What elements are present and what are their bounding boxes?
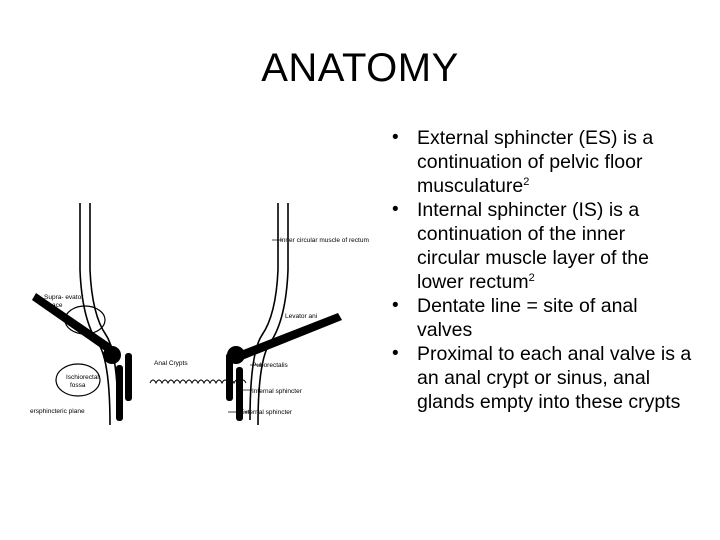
right-internal-sphincter: [226, 353, 233, 401]
bullet-dot: •: [392, 199, 399, 220]
label-levator-ani: Levator ani: [285, 313, 317, 320]
label-puborectalis: Puborectalis: [252, 362, 289, 369]
anorectal-anatomy-diagram: Inner circular muscle of rectum Supra- e…: [30, 203, 369, 426]
bullet-text: Proximal to each anal valve is a an anal…: [417, 343, 692, 413]
label-intersphincteric-plane: ersphincteric plane: [30, 408, 85, 415]
right-external-sphincter: [236, 367, 243, 421]
left-puborectalis: [103, 346, 121, 364]
label-ischiorectal-fossa: Ischiorectal: [66, 374, 99, 381]
label-inner-circular-muscle: Inner circular muscle of rectum: [280, 237, 369, 244]
bullet-item: • Internal sphincter (IS) is a continuat…: [392, 198, 692, 294]
bullet-item: • Dentate line = site of anal valves: [392, 294, 692, 342]
left-rectal-wall-outer: [79, 203, 111, 426]
label-ischiorectal-fossa-2: fossa: [70, 382, 86, 389]
bullet-text: Dentate line = site of anal valves: [417, 295, 638, 341]
bullet-dot: •: [392, 343, 399, 364]
ischiorectal-fossa-outline: [55, 363, 101, 397]
bullet-item: • Proximal to each anal valve is a an an…: [392, 342, 692, 414]
bullet-dot: •: [392, 127, 399, 148]
bullet-list: • External sphincter (ES) is a continuat…: [392, 126, 692, 414]
label-external-sphincter: External sphincter: [240, 409, 293, 416]
right-levator-ani-muscle: [238, 313, 342, 360]
label-supra-levator: Supra- evator: [44, 294, 84, 301]
slide-title: ANATOMY: [261, 46, 459, 90]
citation-superscript: 2: [528, 272, 535, 284]
left-external-sphincter: [116, 365, 123, 421]
left-levator-ani-muscle: [32, 293, 112, 353]
left-rectal-wall-inner: [89, 203, 119, 421]
right-rectal-wall-inner: [249, 203, 279, 421]
citation-superscript: 2: [523, 176, 530, 188]
left-internal-sphincter: [125, 353, 132, 401]
bullet-item: • External sphincter (ES) is a continuat…: [392, 126, 692, 198]
label-internal-sphincter: Internal sphincter: [252, 388, 303, 395]
label-anal-crypts: Anal Crypts: [154, 360, 188, 367]
bullet-text: Internal sphincter (IS) is a continuatio…: [417, 199, 649, 293]
label-supra-levator-2: Space: [44, 302, 63, 309]
bullet-dot: •: [392, 295, 399, 316]
bullet-text: External sphincter (ES) is a continuatio…: [417, 127, 654, 197]
